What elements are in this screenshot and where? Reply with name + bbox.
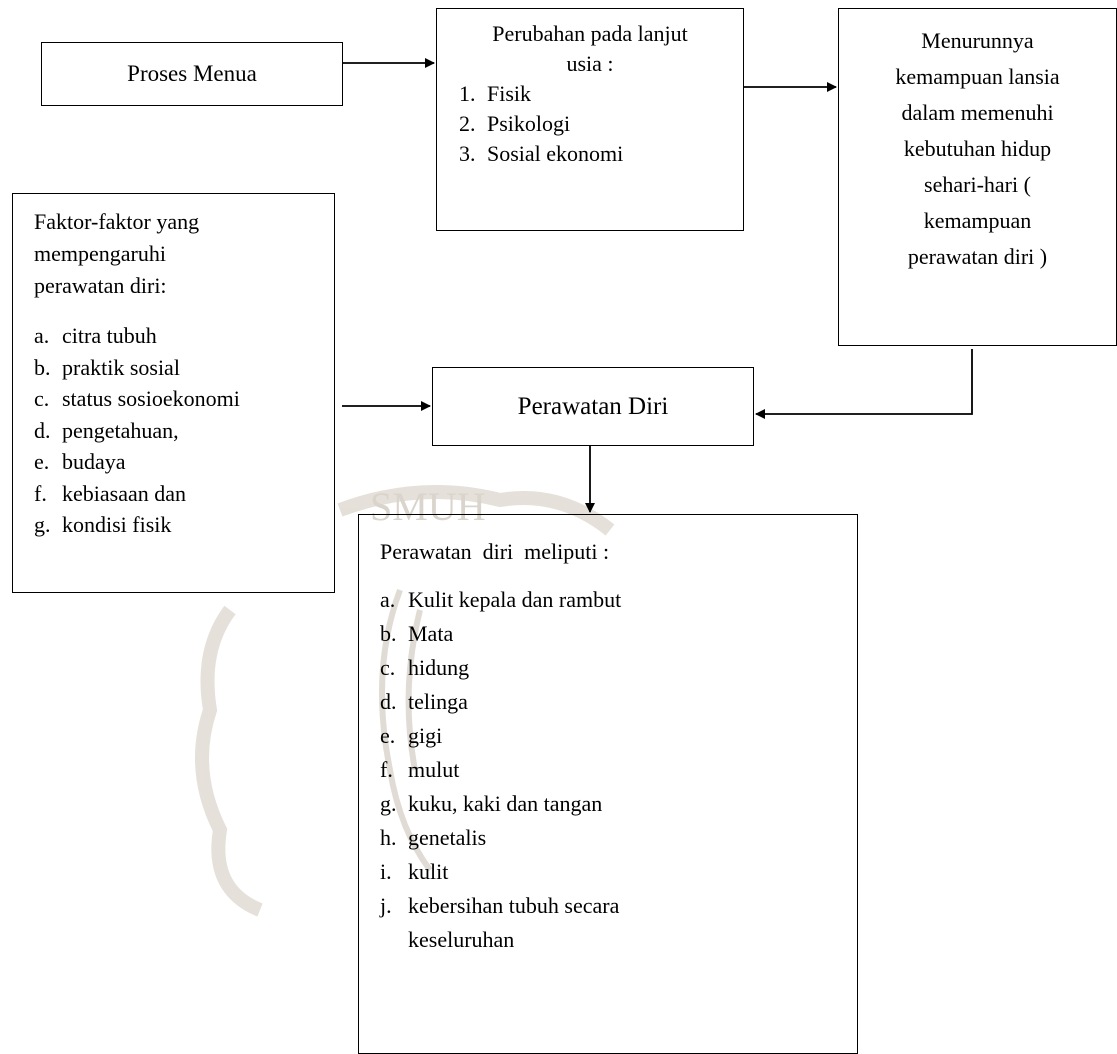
menurunnya-line: kemampuan — [923, 208, 1032, 233]
list-item: a.Kulit kepala dan rambut — [380, 587, 622, 612]
proses-menua-box: Proses Menua — [41, 42, 343, 106]
list-item: g.kuku, kaki dan tangan — [380, 791, 603, 816]
list-item: e.gigi — [380, 723, 443, 748]
list-item: f.mulut — [380, 757, 460, 782]
list-item: a.citra tubuh — [34, 323, 157, 348]
perawatan-diri-label: Perawatan Diri — [517, 392, 669, 420]
list-item: g.kondisi fisik — [34, 512, 172, 537]
menurunnya-line: perawatan diri ) — [907, 244, 1048, 269]
faktor-box: Faktor-faktor yang mempengaruhi perawata… — [12, 193, 335, 593]
list-item: c.status sosioekonomi — [34, 386, 240, 411]
faktor-list: a.citra tubuh b.praktik sosial c.status … — [34, 320, 324, 541]
list-item: d.pengetahuan, — [34, 417, 179, 443]
meliputi-heading: Perawatan diri meliputi : — [380, 539, 610, 564]
menurunnya-line: kebutuhan hidup — [903, 136, 1052, 161]
list-item: j.kebersihan tubuh secara — [380, 893, 620, 918]
perubahan-list: 1.Fisik 2.Psikologi 3.Sosial ekonomi — [445, 79, 735, 169]
proses-menua-label: Proses Menua — [127, 61, 257, 86]
list-item: 2.Psikologi — [459, 111, 571, 136]
perubahan-title-line1: Perubahan pada lanjut — [492, 21, 688, 46]
list-item: i.kulit — [380, 859, 449, 884]
menurunnya-line: kemampuan lansia — [895, 64, 1060, 89]
list-item: h.genetalis — [380, 825, 487, 850]
menurunnya-line: sehari-hari ( — [924, 172, 1031, 197]
meliputi-list: a.Kulit kepala dan rambut b.Mata c.hidun… — [380, 583, 837, 957]
list-item: f.kebiasaan dan — [34, 480, 186, 506]
perubahan-title-line2: usia : — [566, 51, 614, 76]
list-item: c.hidung — [380, 655, 470, 680]
perubahan-box: Perubahan pada lanjut usia : 1.Fisik 2.P… — [436, 8, 744, 231]
menurunnya-line: dalam memenuhi — [901, 100, 1054, 125]
menurunnya-box: Menurunnya kemampuan lansia dalam memenu… — [838, 8, 1117, 346]
list-item: b.praktik sosial — [34, 354, 180, 380]
list-item: b.Mata — [380, 621, 454, 646]
list-item: keseluruhan — [408, 927, 515, 952]
menurunnya-line: Menurunnya — [921, 28, 1034, 53]
faktor-heading: Faktor-faktor yang mempengaruhi perawata… — [34, 209, 200, 298]
meliputi-box: Perawatan diri meliputi : a.Kulit kepala… — [358, 514, 858, 1054]
arrow-menurun-to-perawatan — [755, 349, 973, 419]
list-item: e.budaya — [34, 449, 126, 474]
list-item: d.telinga — [380, 689, 468, 714]
perawatan-diri-box: Perawatan Diri — [432, 367, 754, 446]
list-item: 1.Fisik — [459, 81, 532, 106]
list-item: 3.Sosial ekonomi — [459, 141, 624, 166]
